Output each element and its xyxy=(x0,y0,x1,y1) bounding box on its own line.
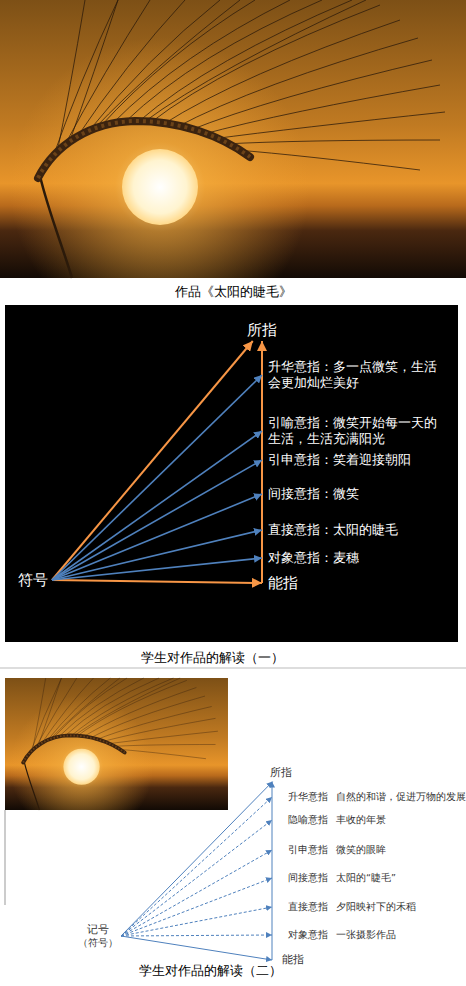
node-text: 所指 xyxy=(270,766,292,779)
dashed-arrow xyxy=(121,850,272,936)
arrow-line xyxy=(261,341,263,583)
border-line xyxy=(5,810,6,905)
node-text: 能指 xyxy=(268,574,298,592)
meaning-label: 间接意指：微笑 xyxy=(262,484,361,504)
panel-background xyxy=(5,305,458,642)
arrow-line xyxy=(121,936,272,960)
meaning-label: 间接意指太阳的“睫毛” xyxy=(272,871,398,885)
dashed-arrow xyxy=(121,797,272,936)
signified-term: 所指 xyxy=(266,764,296,781)
meaning-label: 升华意指自然的和谐，促进万物的发展 xyxy=(272,790,466,804)
dashed-arrow xyxy=(121,820,272,936)
signified-term: 所指 xyxy=(243,319,281,341)
node-text: 升华意指：多一点微笑，生活会更加灿烂美好 xyxy=(268,359,438,392)
caption-text: 学生对作品的解读（一） xyxy=(141,650,284,667)
photo xyxy=(0,0,466,278)
node-text: 直接意指 xyxy=(288,901,328,912)
meaning-label: 直接意指：太阳的睫毛 xyxy=(262,520,400,540)
meaning-label: 直接意指夕阳映衬下的禾稻 xyxy=(272,900,418,914)
dashed-arrow xyxy=(121,935,272,936)
node-text: 对象意指：麦穗 xyxy=(268,550,359,566)
photo-thumbnail xyxy=(5,678,228,810)
meaning-label: 引喻意指：微笑开始每一天的生活，生活充满阳光 xyxy=(262,413,440,450)
node-subtext: 微笑的眼眸 xyxy=(336,844,386,855)
sign-term: 符号 xyxy=(14,569,52,591)
separator-line xyxy=(0,668,466,669)
arrow-line xyxy=(52,375,262,580)
node-subtext: 夕阳映衬下的禾稻 xyxy=(336,901,416,912)
node-text: 升华意指 xyxy=(288,791,328,802)
meaning-label: 引申意指微笑的眼眸 xyxy=(272,843,388,857)
node-text: 所指 xyxy=(247,321,277,339)
node-text: 记号 xyxy=(78,923,118,936)
arrow-line xyxy=(52,341,253,580)
dashed-arrow xyxy=(121,878,272,936)
arrow-line xyxy=(52,494,262,580)
dashed-arrow xyxy=(121,907,272,936)
node-text: 隐喻意指 xyxy=(288,814,328,825)
arrow-line xyxy=(121,782,273,936)
node-text: 能指 xyxy=(282,953,304,966)
arrow-line xyxy=(52,530,262,580)
node-text: 引申意指：笑着迎接朝阳 xyxy=(268,452,411,468)
node-subtext: 太阳的“睫毛” xyxy=(336,872,396,883)
node-text: 直接意指：太阳的睫毛 xyxy=(268,522,398,538)
arrow-line xyxy=(52,431,262,580)
signifier-term: 能指 xyxy=(262,572,302,594)
arrow-line xyxy=(52,558,262,580)
meaning-label: 对象意指：麦穗 xyxy=(262,548,361,568)
meaning-label: 引申意指：笑着迎接朝阳 xyxy=(262,450,413,470)
node-subtext: （符号） xyxy=(78,937,118,949)
node-subtext: 丰收的年景 xyxy=(336,814,386,825)
node-subtext: 一张摄影作品 xyxy=(336,929,396,940)
caption-text: 学生对作品的解读（二） xyxy=(139,963,282,980)
arrow-line xyxy=(52,460,262,580)
meaning-label: 隐喻意指丰收的年景 xyxy=(272,813,388,827)
arrow-line xyxy=(272,782,273,960)
arrow-line xyxy=(52,580,262,583)
caption-text: 作品《太阳的睫毛》 xyxy=(175,284,292,301)
meaning-label: 升华意指：多一点微笑，生活会更加灿烂美好 xyxy=(262,357,440,394)
node-text: 引喻意指：微笑开始每一天的生活，生活充满阳光 xyxy=(268,415,438,448)
sign-term: 记号（符号） xyxy=(75,921,121,950)
node-text: 间接意指：微笑 xyxy=(268,486,359,502)
node-subtext: 自然的和谐，促进万物的发展 xyxy=(336,791,466,802)
meaning-label: 对象意指一张摄影作品 xyxy=(272,928,398,942)
node-text: 间接意指 xyxy=(288,872,328,883)
node-text: 对象意指 xyxy=(288,929,328,940)
node-text: 符号 xyxy=(18,571,48,589)
node-text: 引申意指 xyxy=(288,844,328,855)
